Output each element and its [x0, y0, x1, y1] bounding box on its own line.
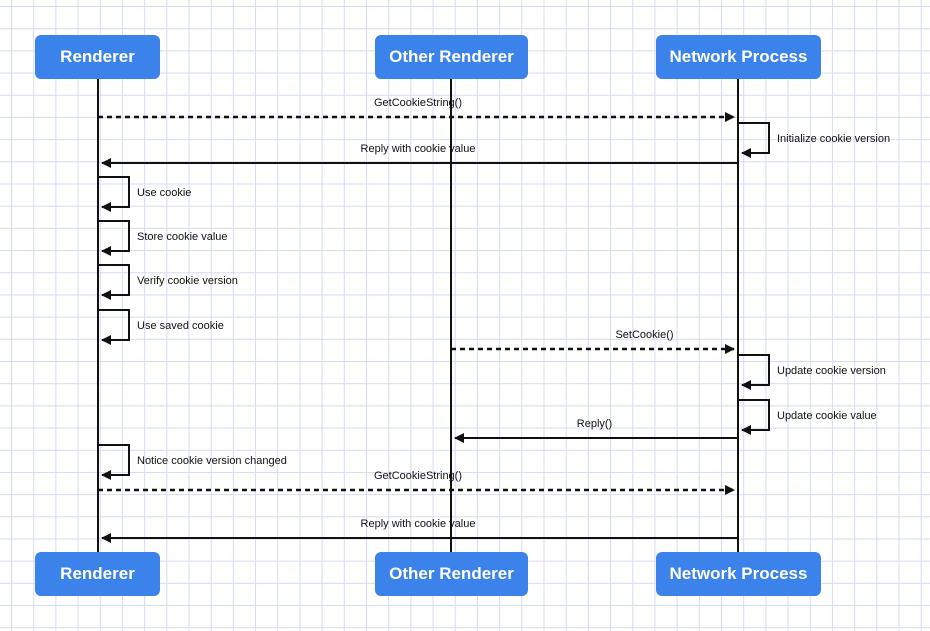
self-message-label: Use cookie [137, 187, 191, 199]
self-message-arrow [98, 176, 130, 212]
self-message-label: Verify cookie version [137, 275, 238, 287]
participant-other-renderer-top: Other Renderer [375, 35, 528, 79]
participant-other-renderer-bottom: Other Renderer [375, 552, 528, 596]
participant-renderer-bottom: Renderer [35, 552, 160, 596]
participant-renderer-top: Renderer [35, 35, 160, 79]
self-message-label: Store cookie value [137, 231, 228, 243]
message-label: Reply() [577, 418, 612, 430]
self-message-arrow [98, 444, 130, 480]
participant-network-process-bottom: Network Process [656, 552, 821, 596]
self-message-arrow [98, 264, 130, 300]
message-label: SetCookie() [615, 329, 673, 341]
message-label: Reply with cookie value [361, 518, 476, 530]
self-message-label: Update cookie version [777, 365, 886, 377]
self-message-label: Use saved cookie [137, 320, 224, 332]
message-label: GetCookieString() [374, 470, 462, 482]
self-message-label: Notice cookie version changed [137, 455, 287, 467]
self-message-label: Update cookie value [777, 410, 877, 422]
self-message-arrow [98, 309, 130, 345]
self-message-arrow [98, 220, 130, 256]
self-message-arrow [738, 122, 770, 158]
self-message-arrow [738, 354, 770, 390]
self-message-arrow [738, 399, 770, 435]
message-label: Reply with cookie value [361, 143, 476, 155]
participant-network-process-top: Network Process [656, 35, 821, 79]
self-message-label: Initialize cookie version [777, 133, 890, 145]
message-label: GetCookieString() [374, 97, 462, 109]
